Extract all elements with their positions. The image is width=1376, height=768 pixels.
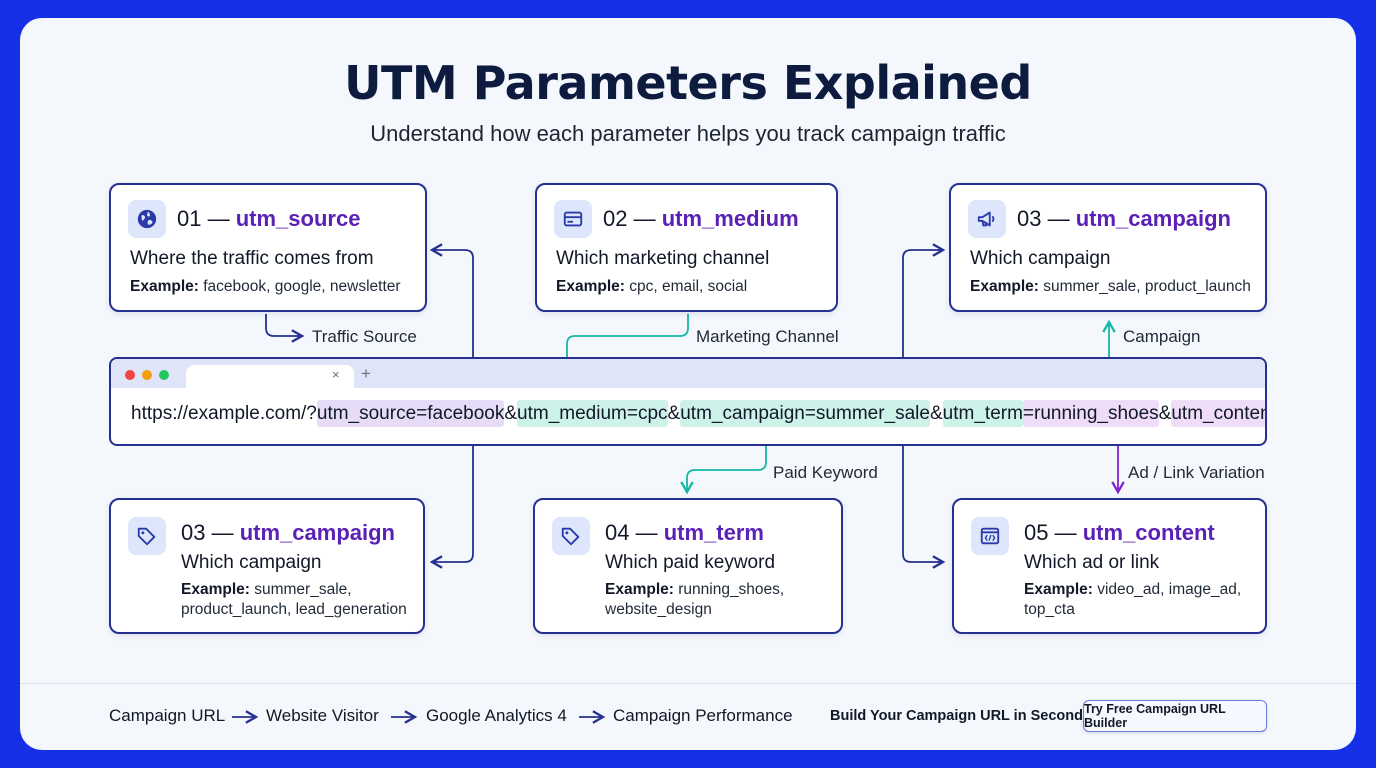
url-segment-content: utm_content=video_ad — [1171, 400, 1265, 427]
url-segment-source: utm_source=facebook — [316, 400, 505, 427]
new-tab-icon[interactable]: + — [361, 364, 371, 383]
card-utm-campaign-top: 03 — utm_campaign Which campaign Example… — [949, 183, 1267, 312]
card-heading: 02 — utm_medium — [603, 206, 799, 231]
card-example: Example: cpc, email, social — [556, 278, 748, 295]
card-description: Which campaign — [970, 248, 1111, 269]
url-segment-term-value: =running_shoes — [1022, 400, 1159, 427]
card-utm-campaign-bottom: 03 — utm_campaign Which campaign Example… — [109, 498, 425, 634]
right-bracket-upper-connector — [902, 243, 946, 358]
label-paid-keyword: Paid Keyword — [773, 463, 878, 482]
card-description: Where the traffic comes from — [130, 248, 374, 269]
flow-step-website-visitor: Website Visitor — [266, 706, 379, 725]
card-utm-content: 05 — utm_content Which ad or link Exampl… — [952, 498, 1267, 634]
flow-step-google-analytics: Google Analytics 4 — [426, 706, 567, 725]
card-example: Example: facebook, google, newsletter — [130, 278, 401, 295]
card-heading: 01 — utm_source — [177, 206, 361, 231]
label-marketing-channel: Marketing Channel — [696, 327, 839, 346]
url-builder-button[interactable]: Try Free Campaign URL Builder — [1083, 700, 1267, 732]
card-description: Which marketing channel — [556, 248, 770, 269]
browser-window: × + https://example.com/?utm_source=face… — [109, 357, 1267, 446]
card-description: Which paid keyword — [605, 552, 776, 573]
medium-connector — [566, 314, 689, 402]
right-bracket-lower-connector — [902, 446, 946, 569]
flow-step-campaign-url: Campaign URL — [109, 706, 226, 725]
card-description: Which ad or link — [1024, 552, 1160, 573]
card-icon — [554, 200, 592, 238]
url-segment-term-key: utm_term — [942, 400, 1023, 427]
left-bracket-connector — [429, 243, 474, 358]
tag-icon — [552, 517, 590, 555]
browser-tab[interactable] — [186, 365, 354, 388]
left-bracket-lower-connector — [429, 446, 474, 569]
label-campaign: Campaign — [1123, 327, 1201, 346]
megaphone-icon — [968, 200, 1006, 238]
url-text[interactable]: https://example.com/?utm_source=facebook… — [131, 400, 1265, 427]
url-segment-campaign: utm_campaign=summer_sale — [680, 400, 930, 427]
card-description: Which campaign — [181, 552, 322, 573]
card-utm-source: 01 — utm_source Where the traffic comes … — [109, 183, 427, 312]
page-title: UTM Parameters Explained — [344, 56, 1032, 110]
card-example: Example: running_shoes, website_design — [605, 581, 785, 618]
card-heading: 03 — utm_campaign — [1017, 206, 1231, 231]
card-utm-term: 04 — utm_term Which paid keyword Example… — [533, 498, 843, 634]
cta-text: Build Your Campaign URL in Seconds — [830, 708, 1092, 724]
source-connector — [265, 314, 305, 343]
term-connector — [680, 428, 767, 495]
card-example: Example: summer_sale, product_launch, le… — [181, 581, 407, 618]
globe-icon — [128, 200, 166, 238]
card-utm-medium: 02 — utm_medium Which marketing channel … — [535, 183, 838, 312]
flow-step-campaign-performance: Campaign Performance — [613, 706, 793, 725]
card-heading: 04 — utm_term — [605, 520, 764, 545]
label-ad-link-variation: Ad / Link Variation — [1128, 463, 1265, 482]
tab-close-icon[interactable]: × — [332, 367, 340, 382]
code-icon — [971, 517, 1009, 555]
card-heading: 03 — utm_campaign — [181, 520, 395, 545]
tag-icon — [128, 517, 166, 555]
card-example: Example: video_ad, image_ad, top_cta — [1024, 581, 1242, 618]
card-example: Example: summer_sale, product_launch — [970, 278, 1251, 295]
page-subtitle: Understand how each parameter helps you … — [370, 121, 1006, 146]
card-heading: 05 — utm_content — [1024, 520, 1215, 545]
footer-divider — [20, 683, 1356, 684]
label-traffic-source: Traffic Source — [312, 327, 417, 346]
window-maximize-dot[interactable] — [159, 370, 169, 380]
window-close-dot[interactable] — [125, 370, 135, 380]
window-minimize-dot[interactable] — [142, 370, 152, 380]
url-segment-medium: utm_medium=cpc — [517, 400, 668, 427]
